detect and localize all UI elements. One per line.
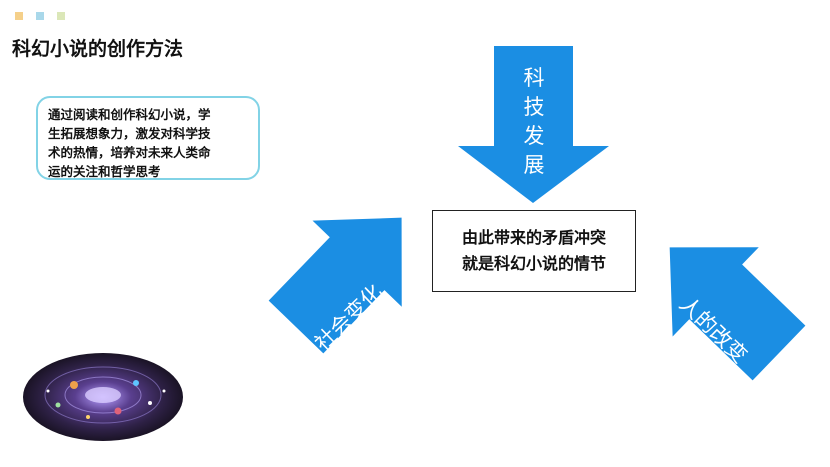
note-line-4: 运的关注和哲学思考 (48, 164, 161, 179)
decor-dot-3 (57, 12, 65, 20)
conflict-line-1: 由此带来的矛盾冲突 (461, 228, 606, 247)
note-line-1: 通过阅读和创作科幻小说，学 (48, 107, 211, 122)
decor-dot-2 (36, 12, 44, 20)
conflict-line-2: 就是科幻小说的情节 (461, 254, 606, 273)
arrow-left (268, 217, 402, 354)
summary-note-box: 通过阅读和创作科幻小说，学 生拓展想象力，激发对科学技 术的热情，培养对未来人类… (36, 96, 260, 180)
note-line-3: 术的热情，培养对未来人类命 (48, 145, 211, 160)
arrow-top-label: 科 技 发 展 (519, 64, 549, 180)
arrow-top-char-1: 科 (523, 66, 545, 90)
arrow-top-char-4: 展 (523, 153, 545, 177)
decor-dot-1 (15, 12, 23, 20)
arrow-right (669, 247, 806, 381)
arrow-top-char-3: 发 (523, 124, 545, 148)
arrow-top (458, 46, 609, 203)
conflict-box: 由此带来的矛盾冲突 就是科幻小说的情节 (432, 210, 636, 292)
galaxy-illustration (23, 353, 183, 441)
slide-title: 科幻小说的创作方法 (12, 38, 184, 60)
note-line-2: 生拓展想象力，激发对科学技 (48, 126, 211, 141)
arrow-top-char-2: 技 (523, 95, 545, 119)
